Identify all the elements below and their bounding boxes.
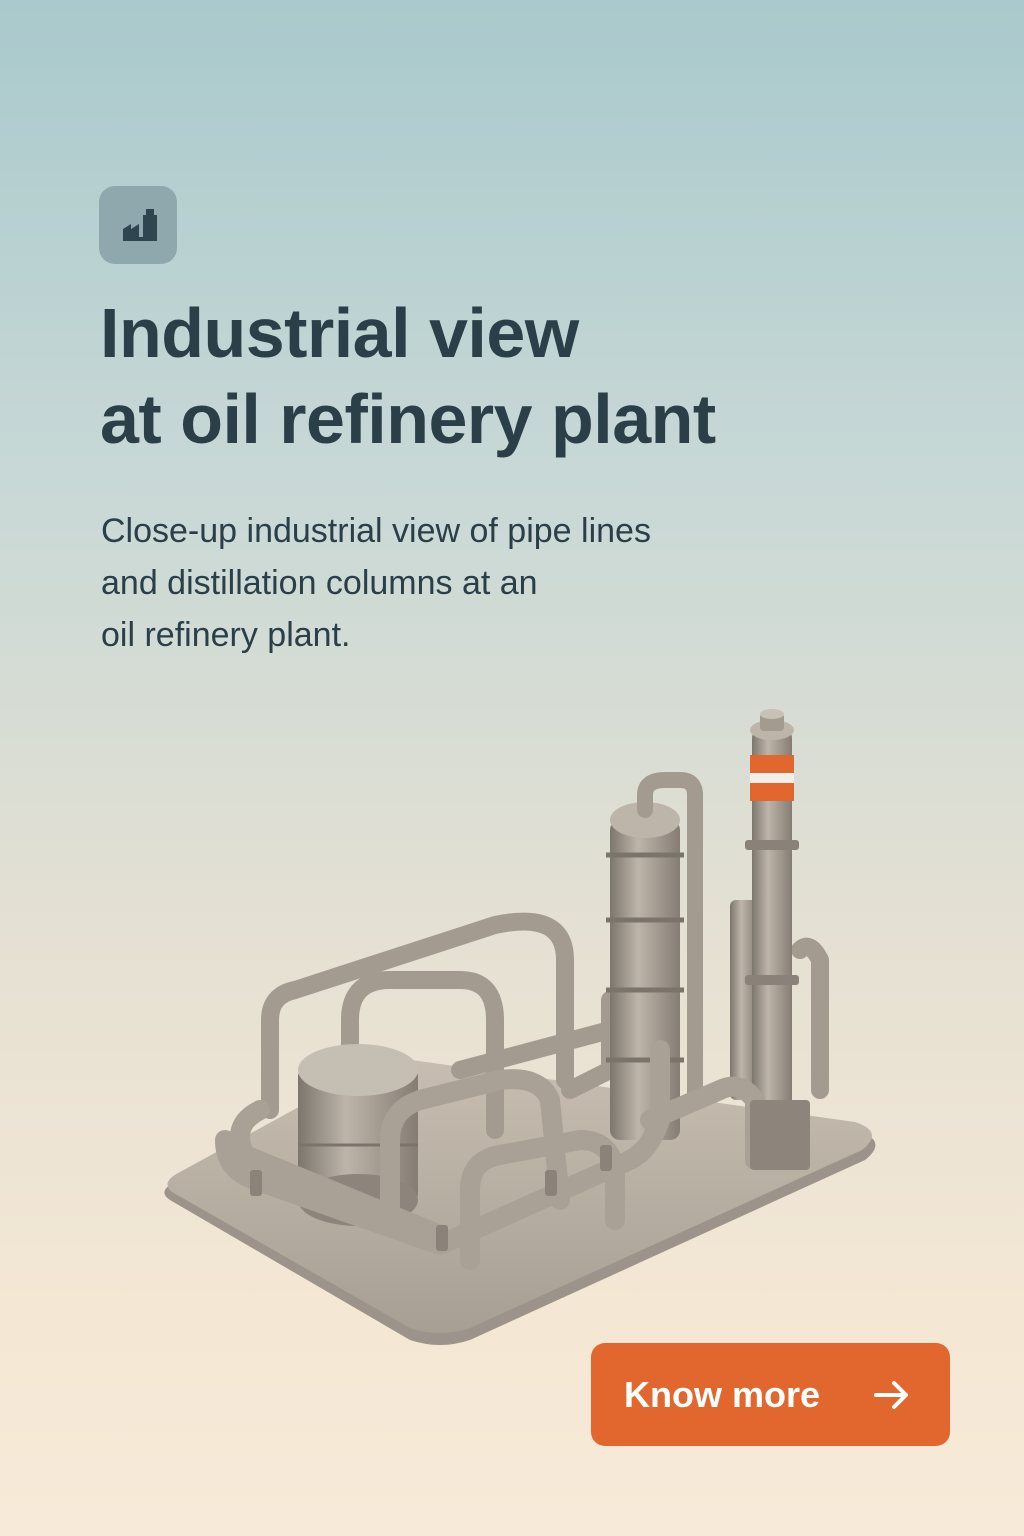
know-more-button[interactable]: Know more <box>591 1343 950 1446</box>
page-title: Industrial view at oil refinery plant <box>100 290 920 462</box>
title-line-2: at oil refinery plant <box>100 380 716 458</box>
arrow-right-icon <box>874 1380 908 1409</box>
factory-icon <box>123 209 157 241</box>
page-description: Close-up industrial view of pipe lines a… <box>101 505 801 661</box>
category-badge <box>99 186 177 264</box>
description-line-1: Close-up industrial view of pipe lines <box>101 512 651 550</box>
refinery-illustration <box>164 709 876 1345</box>
title-line-1: Industrial view <box>100 294 579 372</box>
description-line-3: oil refinery plant. <box>101 616 351 654</box>
know-more-label: Know more <box>624 1373 821 1415</box>
description-line-2: and distillation columns at an <box>101 564 538 602</box>
